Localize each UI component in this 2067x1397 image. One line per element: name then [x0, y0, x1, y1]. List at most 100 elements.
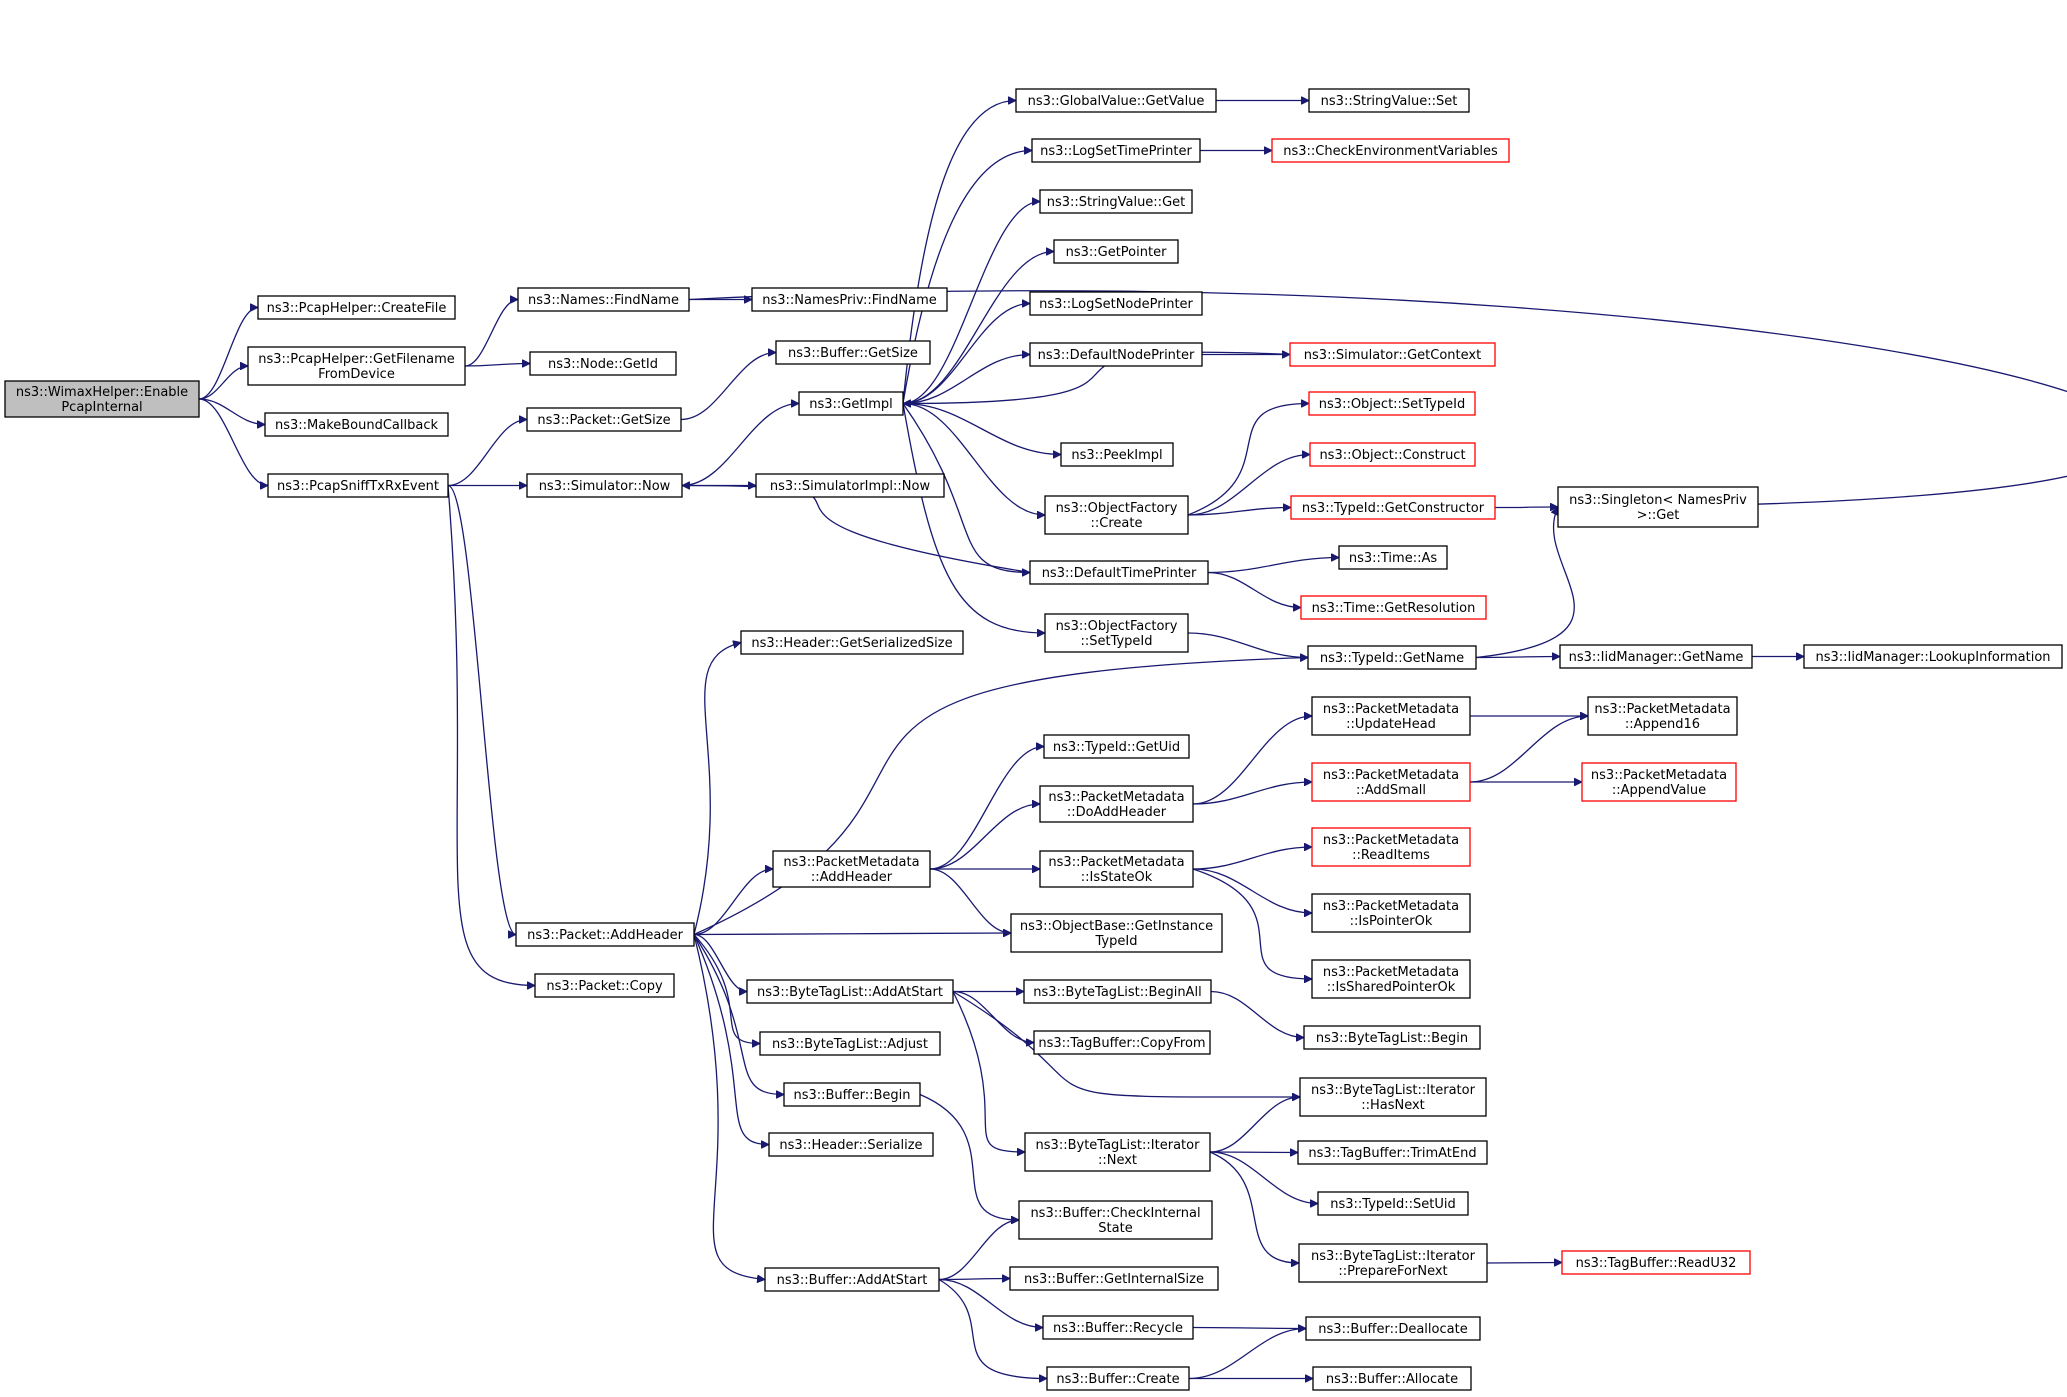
edge-getimpl-to-logsetnode: [902, 304, 1030, 405]
node-simimplnow[interactable]: ns3::SimulatorImpl::Now: [755, 473, 945, 498]
node-bufdealloc[interactable]: ns3::Buffer::Deallocate: [1305, 1316, 1481, 1341]
node-label: ::DoAddHeader: [1067, 805, 1167, 820]
node-pcapsniff[interactable]: ns3::PcapSniffTxRxEvent: [267, 473, 449, 498]
node-box: [1009, 1266, 1219, 1291]
node-box: [1060, 442, 1174, 467]
edge-getimpl-to-gvgetvalue: [902, 101, 1016, 404]
node-packetgetsize[interactable]: ns3::Packet::GetSize: [526, 407, 682, 432]
node-namesfind[interactable]: ns3::Names::FindName: [517, 287, 690, 312]
node-label: ns3::Object::Construct: [1319, 448, 1465, 463]
node-typeidgetname[interactable]: ns3::TypeId::GetName: [1307, 645, 1477, 670]
node-hdrgetsersize[interactable]: ns3::Header::GetSerializedSize: [740, 630, 964, 655]
node-typeidsetuid[interactable]: ns3::TypeId::SetUid: [1317, 1191, 1469, 1216]
node-ofsettypeid[interactable]: ns3::ObjectFactory::SetTypeId: [1044, 613, 1189, 653]
node-pmissharedptrok[interactable]: ns3::PacketMetadata::IsSharedPointerOk: [1311, 959, 1471, 999]
node-simnow[interactable]: ns3::Simulator::Now: [526, 473, 683, 498]
node-tagbufreadu32[interactable]: ns3::TagBuffer::ReadU32: [1561, 1250, 1751, 1275]
node-btlithasnext[interactable]: ns3::ByteTagList::Iterator::HasNext: [1299, 1077, 1487, 1117]
node-btlbegin[interactable]: ns3::ByteTagList::Begin: [1303, 1025, 1481, 1050]
node-label: ns3::StringValue::Get: [1047, 195, 1185, 210]
node-pmaddsmall[interactable]: ns3::PacketMetadata::AddSmall: [1311, 762, 1471, 802]
node-pmdoaddheader[interactable]: ns3::PacketMetadata::DoAddHeader: [1039, 785, 1194, 823]
node-label: ns3::TagBuffer::ReadU32: [1576, 1256, 1737, 1271]
node-packetcopy[interactable]: ns3::Packet::Copy: [534, 973, 675, 998]
node-typeidgetctor[interactable]: ns3::TypeId::GetConstructor: [1290, 495, 1496, 520]
node-addheader[interactable]: ns3::Packet::AddHeader: [515, 922, 695, 947]
node-bufgetinternalsize[interactable]: ns3::Buffer::GetInternalSize: [1009, 1266, 1219, 1291]
node-simgetcontext[interactable]: ns3::Simulator::GetContext: [1289, 342, 1496, 367]
node-btlbeginall[interactable]: ns3::ByteTagList::BeginAll: [1023, 979, 1212, 1004]
node-pmispointerok[interactable]: ns3::PacketMetadata::IsPointerOk: [1311, 893, 1471, 933]
node-label: ns3::ObjectBase::GetInstance: [1020, 919, 1213, 934]
node-peekimpl[interactable]: ns3::PeekImpl: [1060, 442, 1174, 467]
node-box: [1023, 979, 1212, 1004]
node-timegetres[interactable]: ns3::Time::GetResolution: [1300, 595, 1487, 620]
node-pmisstateok[interactable]: ns3::PacketMetadata::IsStateOk: [1039, 850, 1194, 888]
node-btlitnext[interactable]: ns3::ByteTagList::Iterator::Next: [1024, 1132, 1211, 1172]
node-makebound[interactable]: ns3::MakeBoundCallback: [264, 412, 449, 437]
node-label: ns3::LogSetTimePrinter: [1040, 144, 1192, 159]
node-pmreaditems[interactable]: ns3::PacketMetadata::ReadItems: [1311, 827, 1471, 867]
node-box: [1031, 138, 1201, 163]
node-gvgetvalue[interactable]: ns3::GlobalValue::GetValue: [1015, 88, 1217, 113]
node-timeas[interactable]: ns3::Time::As: [1338, 545, 1448, 570]
edge-addheader-to-bufferbegin: [693, 934, 784, 1095]
node-btlitprepare[interactable]: ns3::ByteTagList::Iterator::PrepareForNe…: [1298, 1243, 1488, 1283]
node-tagbufcopyfrom[interactable]: ns3::TagBuffer::CopyFrom: [1033, 1030, 1211, 1055]
node-pmappendvalue[interactable]: ns3::PacketMetadata::AppendValue: [1581, 762, 1737, 802]
node-strvalset[interactable]: ns3::StringValue::Set: [1308, 88, 1470, 113]
node-defnodeprinter[interactable]: ns3::DefaultNodePrinter: [1029, 342, 1203, 367]
node-ofcreate[interactable]: ns3::ObjectFactory::Create: [1044, 495, 1189, 535]
node-iidmgrlookup[interactable]: ns3::IidManager::LookupInformation: [1803, 644, 2063, 669]
node-buffergetsize[interactable]: ns3::Buffer::GetSize: [775, 340, 931, 365]
node-bufrecycle[interactable]: ns3::Buffer::Recycle: [1042, 1315, 1194, 1340]
node-typeidgetuid[interactable]: ns3::TypeId::GetUid: [1043, 734, 1190, 759]
edge-addheader-to-bufferaddatstart: [693, 934, 765, 1280]
node-pmupdatehead[interactable]: ns3::PacketMetadata::UpdateHead: [1311, 696, 1471, 736]
node-getpointer[interactable]: ns3::GetPointer: [1053, 239, 1179, 264]
node-bufcreate[interactable]: ns3::Buffer::Create: [1046, 1366, 1190, 1391]
node-box: [755, 473, 945, 498]
edge-pmaddheader-to-typeidgetuid: [929, 747, 1044, 870]
node-createfile[interactable]: ns3::PcapHelper::CreateFile: [257, 295, 456, 320]
node-label: ns3::GetPointer: [1066, 245, 1167, 260]
node-logsettime[interactable]: ns3::LogSetTimePrinter: [1031, 138, 1201, 163]
node-btladjust[interactable]: ns3::ByteTagList::Adjust: [759, 1031, 941, 1056]
node-deftimeprinter[interactable]: ns3::DefaultTimePrinter: [1029, 560, 1209, 585]
node-box: [534, 973, 675, 998]
node-singletonget[interactable]: ns3::Singleton< NamesPriv >::Get: [1557, 486, 1759, 528]
node-getimpl[interactable]: ns3::GetImpl: [798, 391, 904, 416]
node-bufferbegin[interactable]: ns3::Buffer::Begin: [783, 1082, 921, 1107]
node-objconstruct[interactable]: ns3::Object::Construct: [1309, 442, 1476, 467]
node-btladdatstart[interactable]: ns3::ByteTagList::AddAtStart: [746, 979, 954, 1004]
node-bufferaddatstart[interactable]: ns3::Buffer::AddAtStart: [764, 1267, 940, 1292]
node-objsettypeid[interactable]: ns3::Object::SetTypeId: [1308, 391, 1476, 416]
node-label: ns3::ByteTagList::Iterator: [1036, 1138, 1201, 1153]
edge-pmisstateok-to-pmispointerok: [1192, 868, 1312, 913]
node-box: [1043, 734, 1190, 759]
node-strvalget[interactable]: ns3::StringValue::Get: [1039, 189, 1193, 214]
node-box: [267, 473, 449, 498]
node-label: ns3::Node::GetId: [548, 357, 658, 372]
node-hdrserialize[interactable]: ns3::Header::Serialize: [768, 1132, 934, 1157]
node-namesprivfind[interactable]: ns3::NamesPriv::FindName: [751, 287, 948, 312]
node-box: [764, 1267, 940, 1292]
node-box: [1312, 1366, 1472, 1391]
node-box: [1039, 850, 1194, 888]
node-pmaddheader[interactable]: ns3::PacketMetadata::AddHeader: [772, 850, 931, 888]
node-box: [1581, 762, 1737, 802]
node-label: >::Get: [1637, 508, 1680, 523]
node-iidmgrgetname[interactable]: ns3::IidManager::GetName: [1559, 644, 1753, 669]
node-tagbuftrim[interactable]: ns3::TagBuffer::TrimAtEnd: [1297, 1140, 1488, 1165]
node-nodegetid[interactable]: ns3::Node::GetId: [529, 351, 677, 376]
node-bufalloc[interactable]: ns3::Buffer::Allocate: [1312, 1366, 1472, 1391]
node-logsetnode[interactable]: ns3::LogSetNodePrinter: [1029, 291, 1203, 316]
node-box: [1308, 88, 1470, 113]
node-checkenvvars[interactable]: ns3::CheckEnvironmentVariables: [1271, 138, 1510, 163]
node-pmappend16[interactable]: ns3::PacketMetadata::Append16: [1587, 696, 1738, 736]
node-box: [1298, 1243, 1488, 1283]
